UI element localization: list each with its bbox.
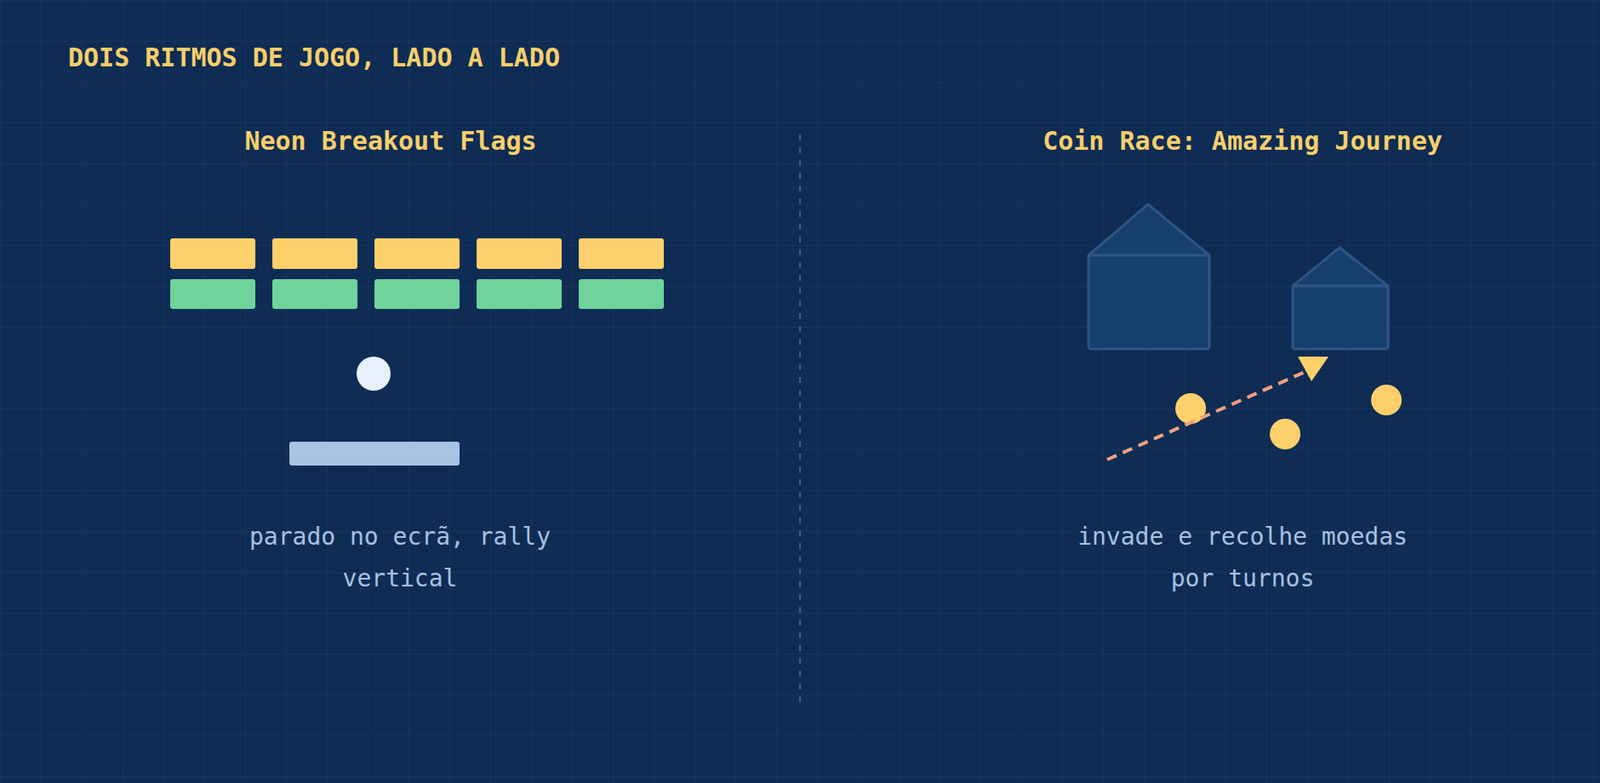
divider bbox=[799, 134, 801, 705]
paddle bbox=[289, 441, 460, 466]
panel-caption: parado no ecrã, rally vertical bbox=[221, 515, 579, 600]
coins bbox=[1175, 384, 1402, 450]
bricks bbox=[170, 238, 664, 309]
panel-heading: Coin Race: Amazing Journey bbox=[1042, 125, 1443, 156]
houses bbox=[1088, 204, 1389, 349]
panel-caption: invade e recolhe moedas por turnos bbox=[1051, 515, 1435, 600]
move-path bbox=[1107, 369, 1311, 460]
arrow-head bbox=[1297, 356, 1329, 382]
panel-heading: Neon Breakout Flags bbox=[244, 125, 537, 156]
ball bbox=[356, 356, 391, 391]
page-title: DOIS RITMOS DE JOGO, LADO A LADO bbox=[68, 42, 560, 73]
